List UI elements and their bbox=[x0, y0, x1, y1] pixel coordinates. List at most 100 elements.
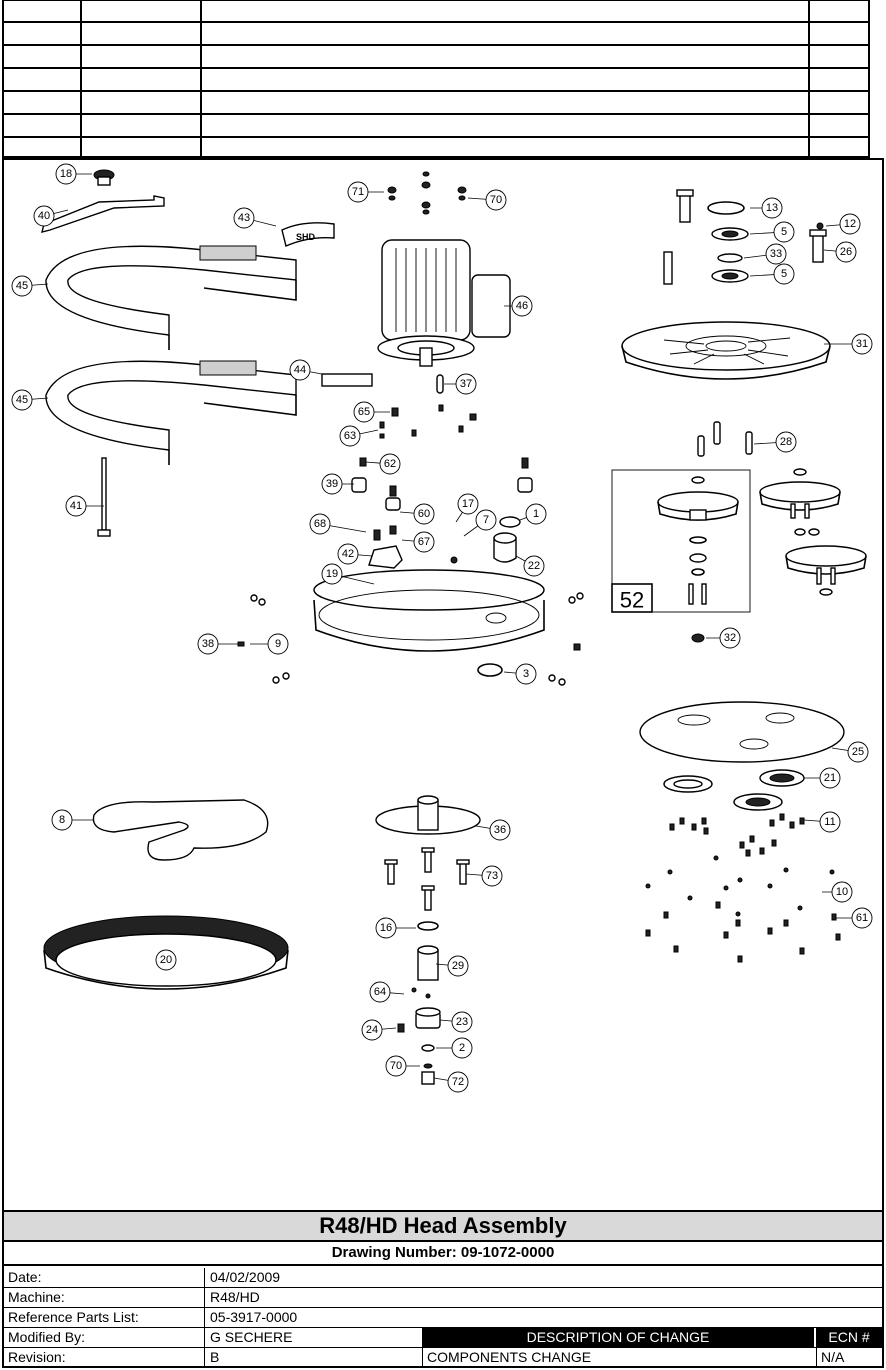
callout-number: 25 bbox=[852, 746, 864, 758]
part-bolt-field bbox=[645, 813, 843, 963]
table-column-divider bbox=[200, 1, 202, 156]
callout-7: 7 bbox=[463, 509, 497, 537]
table-row bbox=[4, 136, 868, 138]
callout-number: 5 bbox=[781, 268, 787, 280]
callout-number: 31 bbox=[856, 338, 868, 350]
callout-22: 22 bbox=[515, 555, 545, 577]
callout-number: 16 bbox=[380, 922, 392, 934]
table-row bbox=[4, 21, 868, 23]
callout-number: 72 bbox=[452, 1076, 464, 1088]
table-column-divider bbox=[808, 1, 810, 156]
part-drive-disc bbox=[621, 321, 831, 380]
part-screw-cluster bbox=[359, 404, 529, 541]
callout-number: 42 bbox=[342, 548, 354, 560]
machine-row: Machine: R48/HD bbox=[4, 1288, 882, 1308]
callout-number: 3 bbox=[523, 668, 529, 680]
callout-68: 68 bbox=[309, 513, 367, 535]
machine-value: R48/HD bbox=[210, 1289, 260, 1305]
callout-11: 11 bbox=[803, 811, 841, 833]
reference-parts-label: Reference Parts List: bbox=[8, 1309, 139, 1325]
callout-71: 71 bbox=[347, 181, 384, 203]
table-row bbox=[4, 67, 868, 69]
date-row: Date: 04/02/2009 bbox=[4, 1268, 882, 1288]
callout-42: 42 bbox=[337, 543, 373, 565]
callout-number: 68 bbox=[314, 518, 326, 530]
callout-24: 24 bbox=[361, 1019, 397, 1041]
callout-number: 21 bbox=[824, 772, 836, 784]
exploded-assembly-diagram: SHD bbox=[11, 163, 873, 1093]
callout-65: 65 bbox=[353, 401, 390, 423]
callout-41: 41 bbox=[65, 495, 104, 517]
callout-number: 12 bbox=[844, 218, 856, 230]
part-rod bbox=[97, 457, 111, 537]
part-cover-lettering: SHD bbox=[296, 232, 316, 242]
change-description: COMPONENTS CHANGE bbox=[422, 1348, 816, 1368]
callout-62: 62 bbox=[365, 453, 401, 475]
callout-44: 44 bbox=[289, 359, 323, 381]
part-small-nut bbox=[450, 556, 458, 564]
callout-31: 31 bbox=[824, 333, 873, 355]
callout-26: 26 bbox=[823, 241, 857, 263]
part-key bbox=[321, 373, 373, 387]
revision-label: Revision: bbox=[8, 1349, 66, 1365]
callout-32: 32 bbox=[706, 627, 741, 649]
callout-9: 9 bbox=[250, 633, 289, 655]
callout-17: 17 bbox=[455, 493, 479, 523]
callout-72: 72 bbox=[433, 1071, 469, 1093]
callout-number: 36 bbox=[494, 824, 506, 836]
part-hub-stack bbox=[375, 795, 481, 1085]
callout-45: 45 bbox=[11, 389, 49, 411]
callout-number: 63 bbox=[344, 430, 356, 442]
callout-number: 60 bbox=[418, 508, 430, 520]
callout-33: 33 bbox=[743, 243, 787, 265]
callout-number: 46 bbox=[516, 300, 528, 312]
callout-40: 40 bbox=[33, 205, 69, 227]
callout-21: 21 bbox=[804, 767, 841, 789]
callout-number: 73 bbox=[486, 870, 498, 882]
description-of-change-header: DESCRIPTION OF CHANGE bbox=[422, 1328, 814, 1347]
callout-64: 64 bbox=[369, 981, 405, 1003]
callout-20: 20 bbox=[155, 949, 177, 971]
callout-number: 17 bbox=[462, 498, 474, 510]
part-knob bbox=[93, 169, 115, 186]
part-pins bbox=[697, 421, 753, 457]
part-nut bbox=[691, 633, 705, 643]
callout-23: 23 bbox=[439, 1011, 473, 1033]
callout-number: 61 bbox=[856, 912, 868, 924]
callout-46: 46 bbox=[504, 295, 533, 317]
part-clamp bbox=[368, 545, 403, 569]
callout-43: 43 bbox=[233, 207, 277, 229]
callout-number: 11 bbox=[824, 816, 835, 828]
callout-number: 24 bbox=[366, 1024, 378, 1036]
callout-5: 5 bbox=[749, 263, 795, 285]
part-drive-belt bbox=[92, 799, 269, 861]
part-plate-rings bbox=[663, 769, 805, 811]
callout-number: 71 bbox=[352, 186, 364, 198]
ecn-value: N/A bbox=[816, 1348, 882, 1368]
title-block: R48/HD Head Assembly Drawing Number: 09-… bbox=[2, 1210, 884, 1368]
callout-number: 9 bbox=[275, 638, 281, 650]
drawing-title: R48/HD Head Assembly bbox=[4, 1212, 882, 1242]
callout-number: 38 bbox=[202, 638, 214, 650]
part-motor bbox=[377, 239, 511, 367]
part-bracket bbox=[41, 195, 165, 233]
callout-number: 70 bbox=[390, 1060, 402, 1072]
part-nuts-around-ring bbox=[237, 592, 584, 686]
callout-12: 12 bbox=[825, 213, 861, 235]
inset-label: 52 bbox=[620, 588, 644, 613]
callout-number: 8 bbox=[59, 814, 65, 826]
callout-70: 70 bbox=[385, 1055, 420, 1077]
callout-70: 70 bbox=[467, 189, 507, 211]
part-o-ring bbox=[477, 663, 503, 677]
table-column-divider bbox=[80, 1, 82, 156]
callout-25: 25 bbox=[831, 741, 869, 763]
modified-by-row: Modified By: G SECHERE DESCRIPTION OF CH… bbox=[4, 1328, 882, 1348]
revision-row: Revision: B COMPONENTS CHANGE N/A bbox=[4, 1348, 882, 1368]
part-bushings bbox=[351, 477, 533, 511]
drawing-number: Drawing Number: 09-1072-0000 bbox=[4, 1242, 882, 1266]
callout-28: 28 bbox=[753, 431, 797, 453]
reference-parts-value: 05-3917-0000 bbox=[210, 1309, 298, 1325]
table-row bbox=[4, 113, 868, 115]
callout-36: 36 bbox=[475, 819, 511, 841]
callout-5: 5 bbox=[749, 221, 795, 243]
